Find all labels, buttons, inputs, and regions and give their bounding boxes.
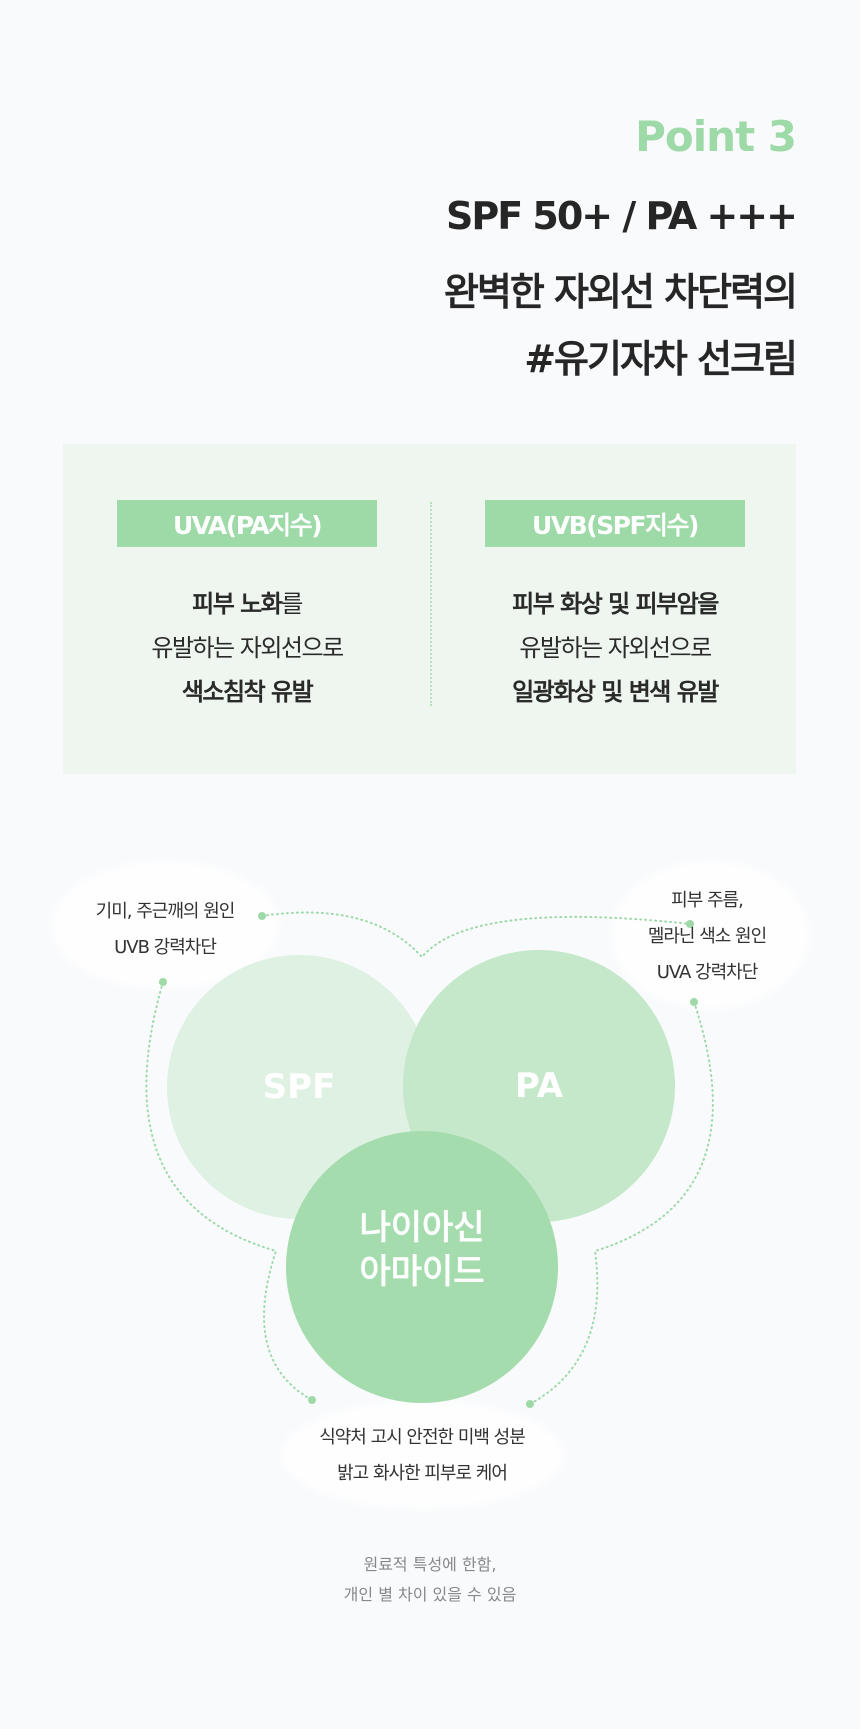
left-label-line1: 기미, 주근깨의 원인 — [95, 901, 236, 922]
uva-line2: 유발하는 자외선으로 — [151, 634, 344, 662]
headline-line-2: 완벽한 자외선 차단력의 — [443, 270, 798, 314]
niacinamide-line1: 나이아신 — [359, 1208, 485, 1248]
right-label-line2: 멜라닌 색소 원인 — [647, 926, 767, 947]
label-backdrop — [610, 860, 810, 1010]
uva-tag: UVA(PA지수) — [117, 500, 377, 547]
left-label-line2: UVB 강력차단 — [114, 937, 217, 958]
right-label: 피부 주름, 멜라닌 색소 원인 UVA 강력차단 — [607, 883, 807, 991]
divider — [430, 502, 432, 706]
niacinamide-circle: 나이아신 아마이드 — [286, 1131, 558, 1403]
bottom-label: 식약처 고시 안전한 미백 성분 밝고 화사한 피부로 케어 — [272, 1420, 572, 1492]
pa-label: PA — [514, 1066, 564, 1106]
uvb-tag: UVB(SPF지수) — [485, 500, 745, 547]
right-label-line3: UVA 강력차단 — [656, 962, 759, 983]
bottom-label-line2: 밝고 화사한 피부로 케어 — [337, 1463, 508, 1484]
spf-label: SPF — [262, 1067, 336, 1107]
uvb-line3: 일광화상 및 변색 유발 — [512, 678, 719, 706]
footnote-line1: 원료적 특성에 한함, — [363, 1555, 497, 1574]
footnote-line2: 개인 별 차이 있을 수 있음 — [343, 1585, 517, 1604]
uva-description: 피부 노화를 유발하는 자외선으로 색소침착 유발 — [82, 582, 412, 714]
point-label: Point 3 — [635, 112, 797, 161]
uva-line1-rest: 를 — [281, 590, 303, 618]
left-label: 기미, 주근깨의 원인 UVB 강력차단 — [65, 894, 265, 966]
uvb-line2: 유발하는 자외선으로 — [519, 634, 712, 662]
uva-line3: 색소침착 유발 — [181, 678, 314, 706]
headline-line-1: SPF 50+ / PA +++ — [446, 194, 798, 238]
uva-line1: 피부 노화 — [192, 590, 283, 618]
footnote: 원료적 특성에 한함, 개인 별 차이 있을 수 있음 — [0, 1550, 860, 1610]
label-backdrop — [280, 1400, 565, 1510]
uvb-description: 피부 화상 및 피부암을 유발하는 자외선으로 일광화상 및 변색 유발 — [450, 582, 780, 714]
uvb-line1: 피부 화상 및 피부암을 — [512, 590, 719, 618]
uv-comparison-box — [63, 444, 796, 774]
bottom-label-line1: 식약처 고시 안전한 미백 성분 — [319, 1427, 526, 1448]
right-label-line1: 피부 주름, — [671, 890, 744, 911]
niacinamide-line2: 아마이드 — [359, 1252, 485, 1292]
headline-line-3: #유기자차 선크림 — [524, 337, 798, 381]
